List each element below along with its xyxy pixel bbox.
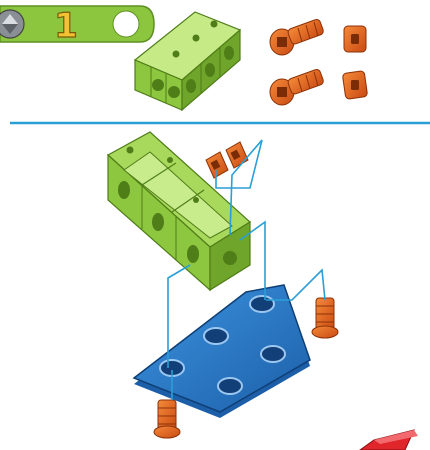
guide-line [266, 268, 326, 301]
guide-line [215, 139, 263, 236]
green-open-cube-bar-assembly [106, 131, 251, 292]
step-badge-dot [112, 10, 140, 38]
disc-icon [0, 9, 25, 39]
blue-plate-part [132, 284, 311, 418]
orange-screw-part [269, 18, 324, 56]
orange-screw-part [311, 297, 339, 339]
orange-square-nut-part [343, 25, 367, 53]
step-badge-background [0, 5, 155, 43]
step-header: 1 [0, 5, 155, 47]
green-cube-bar-part [133, 11, 242, 112]
orange-square-nut-part [342, 70, 368, 100]
guide-line [167, 264, 191, 368]
step-number: 1 [54, 6, 78, 46]
orange-square-nut-part [205, 151, 229, 179]
guide-line [239, 220, 266, 300]
orange-screw-part [153, 399, 181, 439]
orange-square-nut-part [225, 141, 249, 169]
assembly-guide-lines [167, 139, 326, 400]
next-page-arrow-icon[interactable] [359, 429, 418, 450]
orange-screw-part [269, 68, 324, 106]
